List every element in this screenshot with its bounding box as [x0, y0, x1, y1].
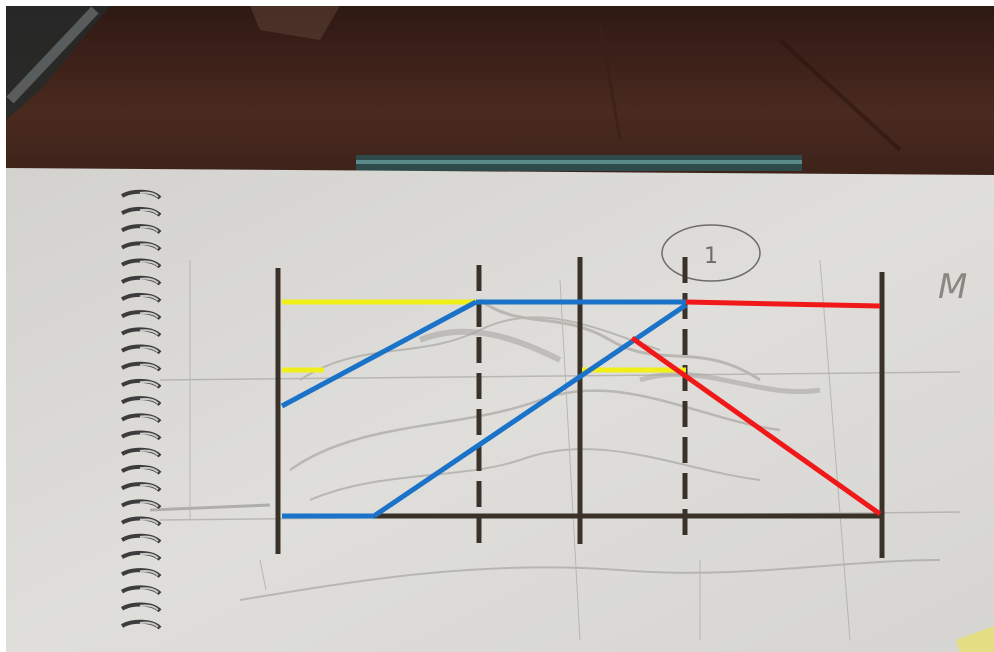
page-number: 1 [704, 244, 718, 269]
margin-letter: M [938, 267, 967, 307]
pencil [356, 155, 802, 171]
notebook-page [6, 168, 994, 652]
